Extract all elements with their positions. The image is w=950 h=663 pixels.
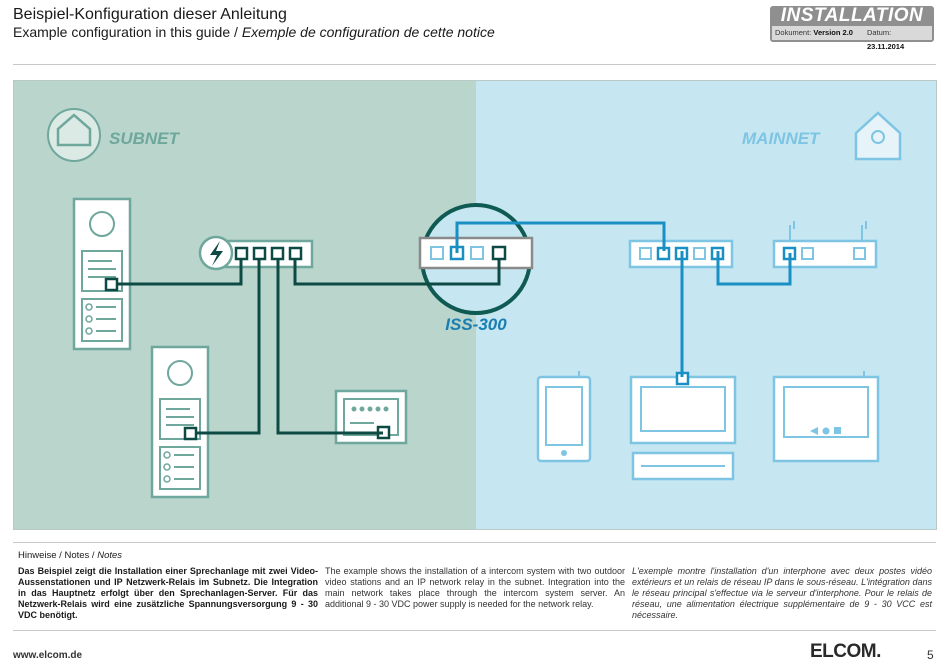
cable-switch-server [293,259,501,286]
network-diagram: SUBNET MAINNET ISS-300 [13,80,937,530]
indoor-video-station [772,371,880,463]
smartphone [536,371,592,463]
date-value: 23.11.2014 [867,42,905,51]
document-version: Dokument: Version 2.0 [772,26,866,40]
cable-relay-switch [276,259,383,435]
notes-heading-en: Notes [64,550,90,561]
notes-text-de: Das Beispiel zeigt die Installation eine… [18,566,318,620]
notes-top-divider [13,542,936,543]
mainnet-label: MAINNET [742,129,821,148]
network-diagram-svg: SUBNET MAINNET ISS-300 [14,81,936,529]
notes-heading: Hinweise / Notes / Notes [18,550,122,561]
notes-text-fr: L'exemple montre l'installation d'un int… [632,566,932,620]
page-subtitle: Example configuration in this guide / Ex… [13,24,495,40]
pc-workstation [629,371,737,481]
notes-heading-sep-1: / [56,550,65,561]
subnet-house-icon [47,108,101,162]
subtitle-separator: / [230,24,242,40]
cable-station1-switch [117,259,243,286]
document-date: Datum: 23.11.2014 [864,26,932,51]
iss-300-server [418,236,534,270]
outdoor-station-2 [150,345,210,499]
notes-heading-fr: Notes [97,550,123,561]
installation-badge-title: INSTALLATION [780,5,924,26]
outdoor-station-1 [72,197,132,351]
document-label: Dokument: [775,28,812,37]
notes-heading-sep-2: / [89,550,98,561]
page-number: 5 [927,648,934,662]
cable-server-mainswitch [455,221,666,253]
notes-heading-de: Hinweise [18,550,57,561]
subnet-switch [224,239,314,269]
server-label: ISS-300 [445,315,507,334]
subtitle-fr: Exemple de configuration de cette notice [241,24,495,40]
poe-power-icon [198,235,234,271]
date-label: Datum: [867,28,892,37]
footer-divider [13,630,936,631]
cable-mainswitch-router [716,251,792,286]
mainnet-house-icon [854,111,902,161]
document-value: Version 2.0 [813,28,853,37]
ip-network-relay [334,389,408,445]
mainnet-cables [455,221,792,377]
header-divider [13,64,936,65]
notes-text-en: The example shows the installation of a … [325,566,625,609]
page-title: Beispiel-Konfiguration dieser Anleitung [13,6,287,23]
subnet-cables [117,259,501,435]
subnet-label: SUBNET [109,129,181,148]
subtitle-en: Example configuration in this guide [13,24,231,40]
footer-website-link[interactable]: www.elcom.de [13,650,83,661]
elcom-logo: ELCOM. [810,641,881,662]
cable-station2-switch [196,259,261,435]
